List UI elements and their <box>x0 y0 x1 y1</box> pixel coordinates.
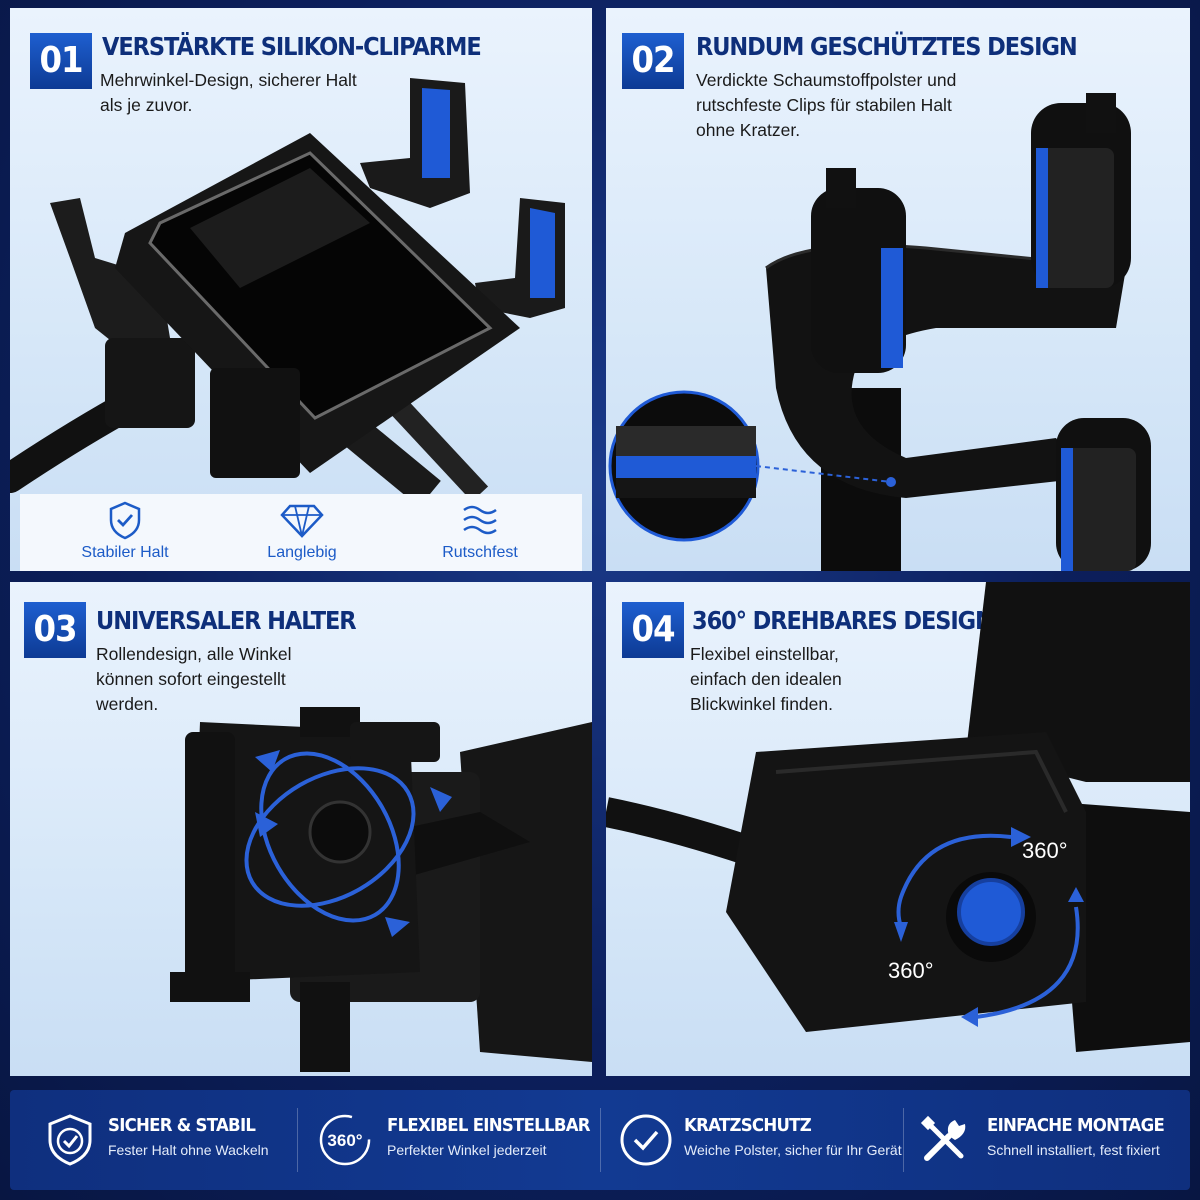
divider <box>297 1108 298 1172</box>
foam-pad-illustration <box>608 93 1151 571</box>
check-circle-icon <box>620 1114 672 1166</box>
divider <box>600 1108 601 1172</box>
universal-holder-illustration <box>170 707 592 1072</box>
feature-stable: Stabiler Halt <box>55 494 195 562</box>
desc-line: Verdickte Schaumstoffpolster und <box>696 70 957 90</box>
desc-line: Rollendesign, alle Winkel <box>96 644 292 664</box>
waves-icon <box>463 505 497 535</box>
desc-line: Blickwinkel finden. <box>690 694 833 714</box>
bottom-item-subtitle: Perfekter Winkel jederzeit <box>387 1142 547 1158</box>
bottom-item-title: SICHER & STABIL <box>108 1115 256 1136</box>
tools-icon <box>920 1115 966 1161</box>
bottom-item-secure: SICHER & STABIL Fester Halt ohne Wackeln <box>40 1090 300 1190</box>
bottom-item-subtitle: Weiche Polster, sicher für Ihr Gerät <box>684 1142 902 1158</box>
feature-label: Rutschfest <box>442 544 518 561</box>
shield-check-icon <box>48 1114 92 1166</box>
feature-label: Langlebig <box>267 544 337 561</box>
panel-title: VERSTÄRKTE SILIKON-CLIPARME <box>102 32 482 61</box>
feature-strip: Stabiler Halt Langlebig Rutschfest <box>20 494 582 571</box>
bottom-feature-bar: SICHER & STABIL Fester Halt ohne Wackeln… <box>10 1090 1190 1190</box>
panel-01: 01 VERSTÄRKTE SILIKON-CLIPARME Mehrwinke… <box>10 8 592 571</box>
diamond-icon <box>280 504 324 538</box>
panel-04: 04 360° DREHBARES DESIGN Flexibel einste… <box>606 582 1190 1076</box>
panel-number: 03 <box>24 602 86 658</box>
desc-line: können sofort eingestellt <box>96 669 286 689</box>
divider <box>903 1108 904 1172</box>
rotation-label: 360° <box>1022 838 1068 863</box>
feature-label: Stabiler Halt <box>81 544 169 561</box>
shield-check-icon <box>109 501 141 540</box>
desc-line: werden. <box>96 694 159 714</box>
panel-number: 02 <box>622 33 684 89</box>
desc-line: einfach den idealen <box>690 669 842 689</box>
phone-holder-illustration <box>10 78 565 494</box>
desc-line: ohne Kratzer. <box>696 120 801 140</box>
panel-description: Mehrwinkel-Design, sicherer Halt als je … <box>100 68 357 118</box>
panel-description: Verdickte Schaumstoffpolster und rutschf… <box>696 68 956 143</box>
bottom-item-mounting: EINFACHE MONTAGE Schnell installiert, fe… <box>915 1090 1185 1190</box>
bottom-item-title: KRATZSCHUTZ <box>684 1115 812 1136</box>
panel-title: RUNDUM GESCHÜTZTES DESIGN <box>696 32 1078 61</box>
bottom-item-title: FLEXIBEL EINSTELLBAR <box>387 1115 591 1136</box>
panel-03: 03 UNIVERSALER HALTER Rollendesign, alle… <box>10 582 592 1076</box>
desc-line: rutschfeste Clips für stabilen Halt <box>696 95 952 115</box>
rotate-360-icon-text: 360° <box>327 1131 362 1150</box>
bottom-item-title: EINFACHE MONTAGE <box>987 1115 1165 1136</box>
panel-number: 01 <box>30 33 92 89</box>
rotation-label: 360° <box>888 958 934 983</box>
rotate-360-icon: 360° <box>319 1114 371 1166</box>
desc-line: als je zuvor. <box>100 95 193 115</box>
panel-number: 04 <box>622 602 684 658</box>
feature-nonslip: Rutschfest <box>410 494 550 562</box>
rotation-joint-illustration <box>606 582 1190 1052</box>
desc-line: Flexibel einstellbar, <box>690 644 839 664</box>
panel-title: UNIVERSALER HALTER <box>96 606 357 635</box>
panel-02: 02 RUNDUM GESCHÜTZTES DESIGN Verdickte S… <box>606 8 1190 571</box>
bottom-item-subtitle: Fester Halt ohne Wackeln <box>108 1142 269 1158</box>
bottom-item-flexible: 360° FLEXIBEL EINSTELLBAR Perfekter Wink… <box>315 1090 600 1190</box>
panel-title: 360° DREHBARES DESIGN <box>692 606 994 635</box>
desc-line: Mehrwinkel-Design, sicherer Halt <box>100 70 357 90</box>
panel-description: Flexibel einstellbar, einfach den ideale… <box>690 642 842 717</box>
bottom-item-subtitle: Schnell installiert, fest fixiert <box>987 1142 1160 1158</box>
feature-durable: Langlebig <box>232 494 372 562</box>
bottom-item-scratch: KRATZSCHUTZ Weiche Polster, sicher für I… <box>616 1090 906 1190</box>
panel-description: Rollendesign, alle Winkel können sofort … <box>96 642 292 717</box>
